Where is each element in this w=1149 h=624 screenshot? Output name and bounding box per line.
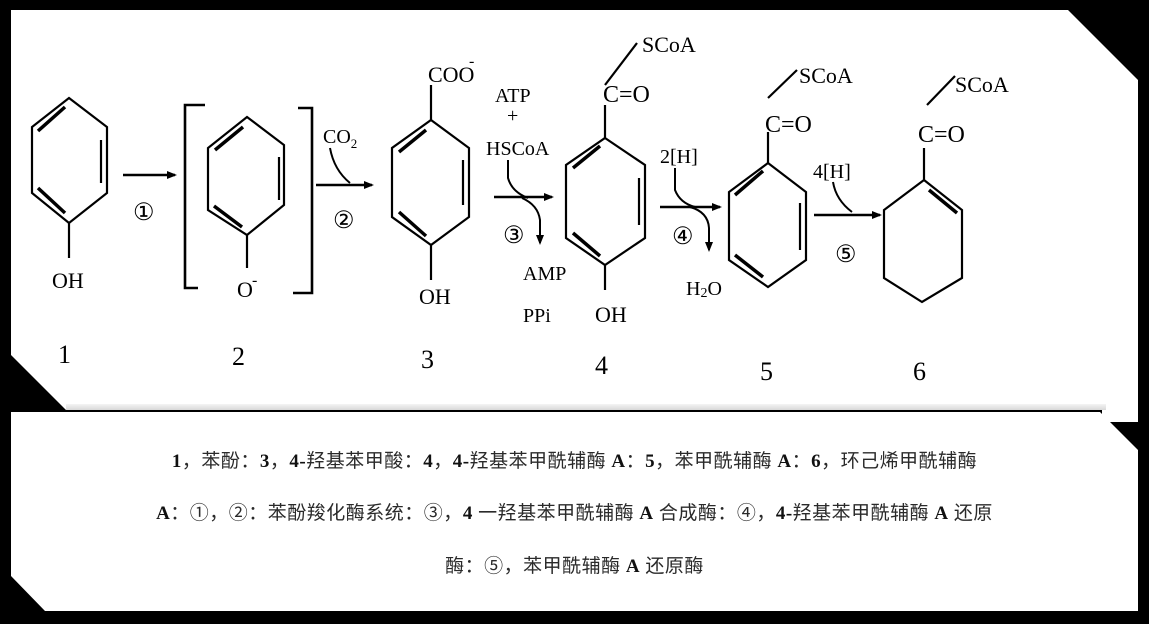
caption-line-2: A：①，②：苯酚羧化酶系统：③，4 一羟基苯甲酰辅酶 A 合成酶：④，4-羟基苯… bbox=[0, 498, 1149, 525]
compound-4-carbonyl: C=O bbox=[603, 82, 650, 108]
compound-3-number: 3 bbox=[421, 345, 434, 374]
caption-segment: A bbox=[639, 503, 654, 524]
co2-input-curve bbox=[329, 147, 351, 184]
4h-input-curve bbox=[832, 181, 853, 213]
caption-segment: ，苯甲酰辅酶 bbox=[655, 451, 778, 472]
caption-segment: A bbox=[777, 451, 792, 472]
compound-5-benzoyl-coa bbox=[727, 69, 808, 289]
2h-input-curve bbox=[674, 168, 696, 208]
step-2-marker: ② bbox=[333, 208, 355, 234]
ppi-label: PPi bbox=[523, 305, 551, 327]
hscoa-input-curve bbox=[507, 160, 529, 199]
caption-segment: 5 bbox=[645, 451, 656, 472]
caption-segment: ， bbox=[269, 451, 290, 472]
caption-line-1: 1，苯酚：3，4-羟基苯甲酸：4，4-羟基苯甲酰辅酶 A：5，苯甲酰辅酶 A：6… bbox=[0, 446, 1149, 473]
compound-2-number: 2 bbox=[232, 342, 245, 371]
compound-1-number: 1 bbox=[58, 340, 71, 369]
compound-4-scoa: SCoA bbox=[642, 32, 696, 57]
atp-label: ATP bbox=[495, 85, 531, 107]
compound-5-number: 5 bbox=[760, 357, 773, 386]
compound-4-number: 4 bbox=[595, 351, 608, 380]
caption-segment: 酶：⑤，苯甲酰辅酶 bbox=[445, 556, 626, 577]
step-4-marker: ④ bbox=[672, 224, 694, 250]
caption-segment: 3 bbox=[259, 451, 270, 472]
caption-segment: ：①，②：苯酚羧化酶系统：③， bbox=[170, 503, 463, 524]
caption-segment: 羟基苯甲酰辅酶 bbox=[792, 503, 935, 524]
caption-segment: 一羟基苯甲酰辅酶 bbox=[472, 503, 640, 524]
compound-4-oh: OH bbox=[595, 302, 627, 327]
caption-segment: 还原 bbox=[948, 503, 993, 524]
caption-segment: 羟基苯甲酸： bbox=[306, 451, 424, 472]
caption-segment: 4 bbox=[423, 451, 434, 472]
caption-segment: 1 bbox=[171, 451, 182, 472]
compound-3-coo: COO bbox=[428, 62, 474, 87]
compound-6-carbonyl: C=O bbox=[918, 122, 965, 148]
compound-5-scoa: SCoA bbox=[799, 63, 853, 88]
compound-2-charge: - bbox=[252, 272, 257, 289]
caption-segment: ，苯酚： bbox=[181, 451, 260, 472]
caption-segment: A bbox=[611, 451, 626, 472]
diagram-panel bbox=[11, 10, 1138, 422]
hscoa-label: HSCoA bbox=[486, 138, 550, 160]
compound-3-hydroxybenzoate bbox=[390, 85, 471, 280]
caption-segment: ： bbox=[625, 451, 646, 472]
4h-label: 4[H] bbox=[813, 161, 851, 183]
compound-3-charge: - bbox=[469, 53, 474, 70]
caption-segment: A bbox=[625, 556, 641, 577]
caption-segment: 4- bbox=[289, 451, 307, 472]
caption-segment: 4- bbox=[452, 451, 470, 472]
caption-segment: 4- bbox=[775, 503, 793, 524]
compound-6-scoa: SCoA bbox=[955, 72, 1009, 97]
caption-segment: A bbox=[934, 503, 949, 524]
compound-1-oh: OH bbox=[52, 268, 84, 293]
2h-label: 2[H] bbox=[660, 146, 698, 168]
caption-line-3: 酶：⑤，苯甲酰辅酶 A 还原酶 bbox=[0, 551, 1149, 578]
compound-2-phenolate bbox=[183, 103, 314, 295]
h2o-output-curve bbox=[689, 206, 713, 252]
caption-segment: 还原酶 bbox=[640, 556, 704, 577]
caption-segment: ， bbox=[433, 451, 453, 472]
caption-segment: A bbox=[156, 503, 171, 524]
co2-label: CO2 bbox=[323, 126, 357, 151]
compound-6-cyclohexenecarbonyl-coa bbox=[882, 75, 964, 304]
step-3-marker: ③ bbox=[503, 223, 525, 249]
amp-output-curve bbox=[521, 197, 544, 245]
plus-label: + bbox=[507, 105, 518, 127]
caption-segment: ，环己烯甲酰辅酶 bbox=[821, 451, 978, 472]
caption-segment: 羟基苯甲酰辅酶 bbox=[469, 451, 612, 472]
compound-6-number: 6 bbox=[913, 357, 926, 386]
caption-segment: 4 bbox=[462, 503, 473, 524]
panel-separator-shadow bbox=[66, 404, 1106, 410]
compound-1-phenol bbox=[30, 96, 109, 258]
step-5-marker: ⑤ bbox=[835, 242, 857, 268]
compound-2-o: O bbox=[237, 277, 253, 302]
caption-segment: 6 bbox=[811, 451, 822, 472]
caption-segment: 合成酶：④， bbox=[653, 503, 776, 524]
compound-5-carbonyl: C=O bbox=[765, 112, 812, 138]
caption-panel bbox=[11, 412, 1138, 611]
compound-4-hydroxybenzoyl-coa bbox=[564, 42, 647, 290]
h2o-label: H2O bbox=[686, 278, 722, 301]
amp-label: AMP bbox=[523, 263, 566, 285]
compound-3-oh: OH bbox=[419, 284, 451, 309]
step-1-marker: ① bbox=[133, 200, 155, 226]
caption-segment: ： bbox=[791, 451, 812, 472]
